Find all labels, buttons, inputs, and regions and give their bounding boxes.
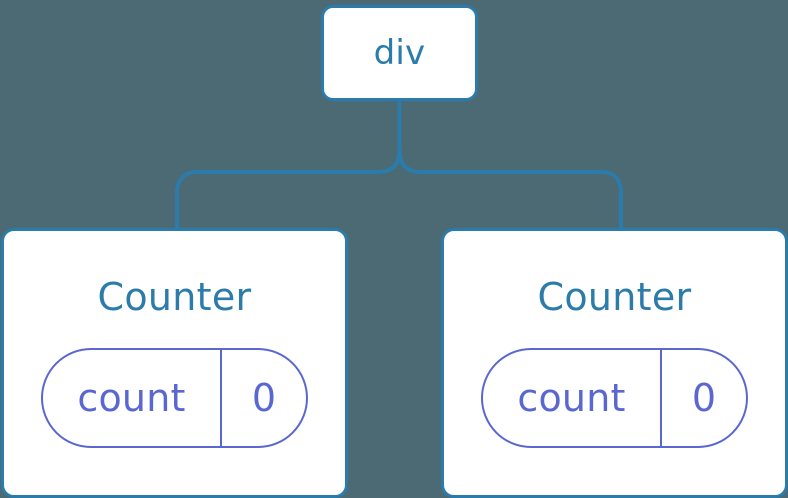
state-pill-counter-2[interactable]: count 0 bbox=[481, 348, 748, 448]
state-key-counter-2: count bbox=[483, 350, 662, 446]
node-div-label: div bbox=[373, 33, 426, 73]
state-value-counter-2: 0 bbox=[691, 376, 717, 420]
node-counter-1[interactable]: Counter count 0 bbox=[1, 228, 348, 498]
node-counter-2[interactable]: Counter count 0 bbox=[441, 228, 788, 498]
state-key-counter-1: count bbox=[43, 350, 222, 446]
node-counter-2-label: Counter bbox=[537, 275, 692, 319]
node-counter-1-label: Counter bbox=[97, 275, 252, 319]
connector-branch-left bbox=[175, 148, 402, 232]
connector-branch-right bbox=[397, 148, 623, 232]
node-div[interactable]: div bbox=[321, 5, 478, 101]
state-pill-counter-1[interactable]: count 0 bbox=[41, 348, 308, 448]
state-value-counter-1: 0 bbox=[251, 376, 277, 420]
